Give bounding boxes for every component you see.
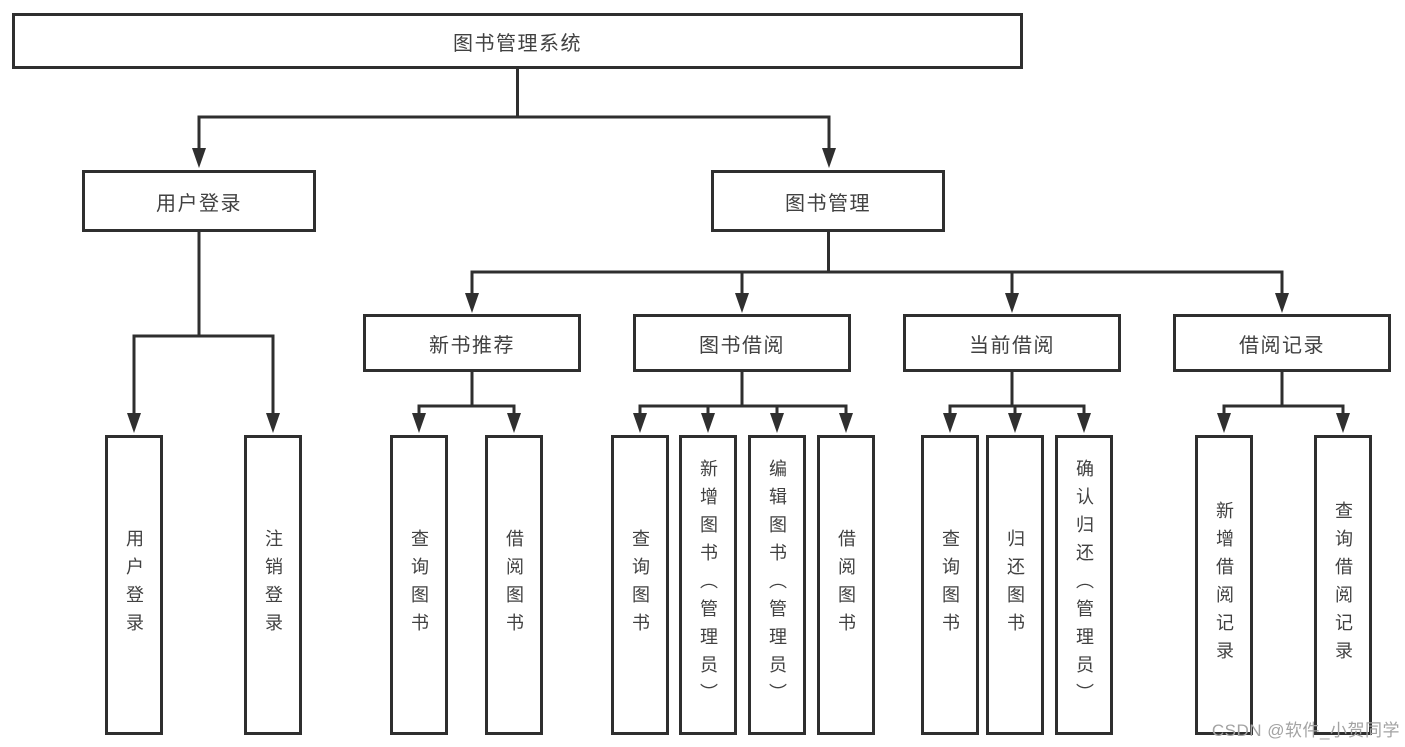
node-label: 查询借阅记录: [1333, 501, 1353, 669]
node-borrow-records: 借阅记录: [1173, 314, 1391, 372]
node-new-book-recommend: 新书推荐: [363, 314, 581, 372]
leaf-edit-book-admin: 编辑图书（管理员）: [748, 435, 806, 735]
node-current-borrowing: 当前借阅: [903, 314, 1121, 372]
node-label: 用户登录: [124, 529, 144, 641]
node-label: 新增借阅记录: [1214, 501, 1234, 669]
leaf-confirm-return-admin: 确认归还（管理员）: [1055, 435, 1113, 735]
leaf-user-login: 用户登录: [105, 435, 163, 735]
leaf-query-books-3: 查询图书: [921, 435, 979, 735]
leaf-borrow-books-2: 借阅图书: [817, 435, 875, 735]
node-label: 图书管理系统: [453, 32, 582, 55]
leaf-return-books: 归还图书: [986, 435, 1044, 735]
node-label: 查询图书: [940, 529, 960, 641]
node-label: 借阅图书: [836, 529, 856, 641]
node-label: 查询图书: [409, 529, 429, 641]
watermark: CSDN @软件_小贺同学: [1211, 721, 1400, 740]
leaf-add-book-admin: 新增图书（管理员）: [679, 435, 737, 735]
arrowheads: [127, 148, 1350, 433]
leaf-query-borrow-record: 查询借阅记录: [1314, 435, 1372, 735]
leaf-add-borrow-record: 新增借阅记录: [1195, 435, 1253, 735]
node-label: 图书管理: [785, 192, 871, 215]
node-user-login: 用户登录: [82, 170, 316, 232]
node-label: 编辑图书（管理员）: [767, 459, 787, 711]
leaf-query-books-1: 查询图书: [390, 435, 448, 735]
node-book-borrowing: 图书借阅: [633, 314, 851, 372]
leaf-query-books-2: 查询图书: [611, 435, 669, 735]
node-label: 确认归还（管理员）: [1074, 459, 1094, 711]
leaf-logout: 注销登录: [244, 435, 302, 735]
node-label: 当前借阅: [969, 334, 1055, 357]
node-book-management: 图书管理: [711, 170, 945, 232]
node-label: 图书借阅: [699, 334, 785, 357]
node-label: 用户登录: [156, 192, 242, 215]
node-label: 新增图书（管理员）: [698, 459, 718, 711]
node-library-system: 图书管理系统: [12, 13, 1023, 69]
node-label: 借阅图书: [504, 529, 524, 641]
node-label: 新书推荐: [429, 334, 515, 357]
node-label: 借阅记录: [1239, 334, 1325, 357]
node-label: 查询图书: [630, 529, 650, 641]
node-label: 注销登录: [263, 529, 283, 641]
leaf-borrow-books-1: 借阅图书: [485, 435, 543, 735]
node-label: 归还图书: [1005, 529, 1025, 641]
